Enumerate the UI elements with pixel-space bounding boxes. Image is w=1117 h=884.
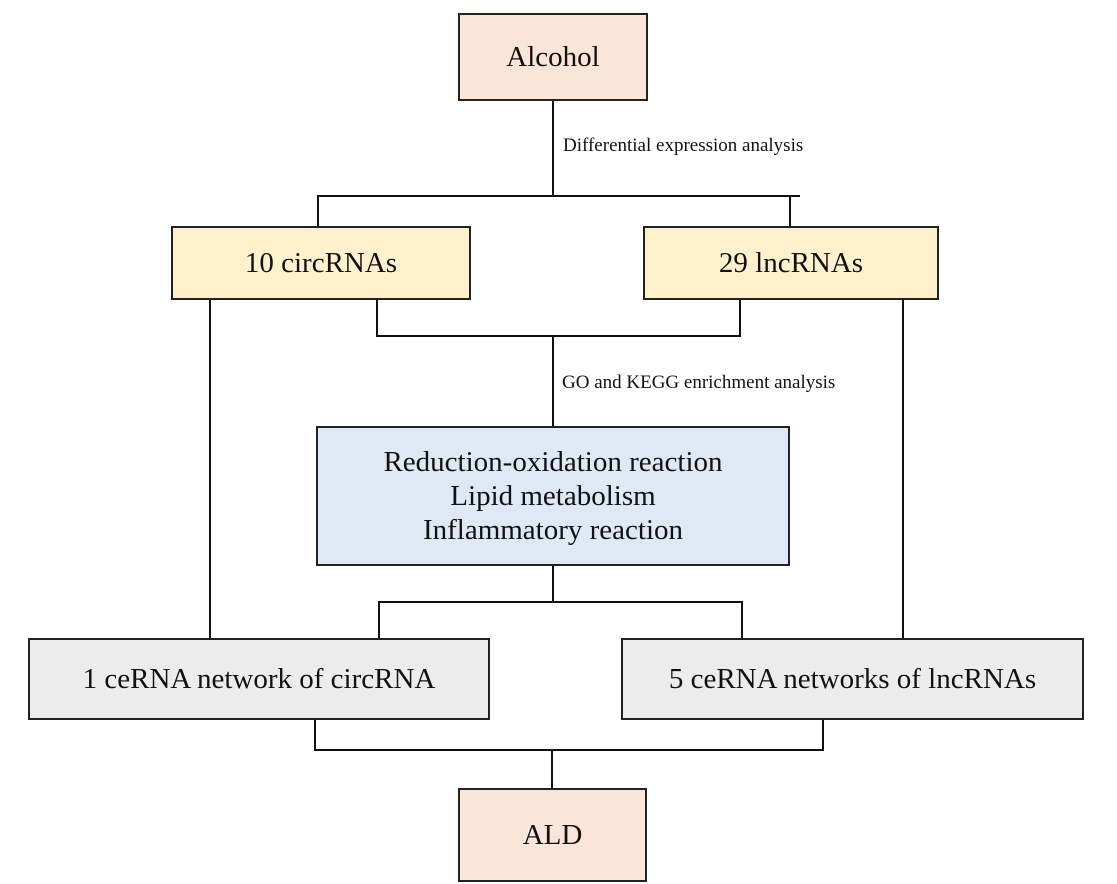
connector-circ-network-down <box>314 719 316 751</box>
node-lncrnas: 29 lncRNAs <box>643 226 939 300</box>
connector-to-circ-network <box>378 601 380 639</box>
connector-circrnas-join <box>376 298 378 337</box>
connector-to-lncrnas <box>789 195 791 227</box>
connector-to-circrnas <box>317 195 319 227</box>
enrichment-term: Inflammatory reaction <box>422 514 684 546</box>
node-circrnas: 10 circRNAs <box>171 226 471 300</box>
enrichment-term: Reduction-oxidation reaction <box>383 446 723 478</box>
node-ald-label: ALD <box>522 819 583 851</box>
node-lnc-network: 5 ceRNA networks of lncRNAs <box>621 638 1084 720</box>
edge-label-enrichment: GO and KEGG enrichment analysis <box>562 372 836 393</box>
connector-alcohol-down <box>552 100 554 196</box>
node-circ-network-label: 1 ceRNA network of circRNA <box>82 663 436 695</box>
connector-to-enrichment <box>552 335 554 427</box>
node-lncrnas-label: 29 lncRNAs <box>718 247 864 279</box>
node-ald: ALD <box>458 788 647 882</box>
connector-circrnas-to-network <box>209 298 211 639</box>
node-alcohol: Alcohol <box>458 13 648 101</box>
connector-join-bottom <box>314 749 824 751</box>
node-circ-network: 1 ceRNA network of circRNA <box>28 638 490 720</box>
connector-lnc-network-down <box>822 719 824 751</box>
node-alcohol-label: Alcohol <box>506 41 600 73</box>
connector-to-lnc-network <box>741 601 743 639</box>
node-circrnas-label: 10 circRNAs <box>244 247 398 279</box>
connector-lncrnas-join <box>739 298 741 337</box>
connector-join-middle <box>376 335 741 337</box>
connector-split-bottom <box>378 601 743 603</box>
connector-lncrnas-to-network <box>902 298 904 639</box>
connector-enrichment-down <box>552 564 554 602</box>
enrichment-term: Lipid metabolism <box>450 480 656 512</box>
connector-to-ald <box>551 749 553 789</box>
node-enrichment-terms: Reduction-oxidation reaction Lipid metab… <box>316 426 790 566</box>
connector-split-top <box>317 195 800 197</box>
node-lnc-network-label: 5 ceRNA networks of lncRNAs <box>668 663 1037 695</box>
edge-label-differential: Differential expression analysis <box>563 135 804 156</box>
